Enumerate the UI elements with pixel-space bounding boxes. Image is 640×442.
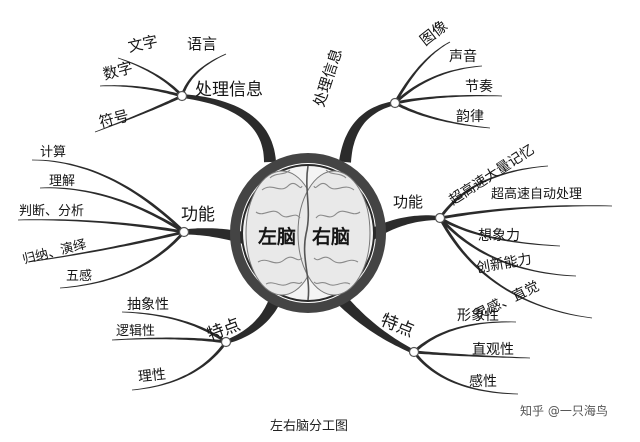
left-info-junction bbox=[176, 90, 188, 102]
right-function-item: 超高速自动处理 bbox=[491, 187, 583, 202]
diagram-caption: 左右脑分工图 bbox=[270, 419, 349, 434]
right-info-sub-branch bbox=[393, 41, 451, 104]
right-info-sub-branch bbox=[394, 95, 502, 105]
branch-junctions bbox=[176, 90, 446, 358]
branch-lines bbox=[18, 41, 612, 395]
right-info-item: 声音 bbox=[449, 49, 477, 65]
right-traits-main-branch bbox=[337, 295, 415, 354]
left-traits-main-branch bbox=[225, 297, 281, 344]
left-traits-junction bbox=[220, 336, 232, 348]
left-info-item: 语言 bbox=[187, 35, 218, 53]
left-function-junction bbox=[178, 226, 190, 238]
brain-illustration bbox=[230, 153, 386, 313]
left-info-label: 处理信息 bbox=[195, 80, 263, 100]
left-info-main-branch bbox=[181, 94, 276, 163]
right-traits-sub-branch bbox=[413, 321, 516, 354]
right-traits-junction bbox=[408, 346, 420, 358]
left-function-item: 理解 bbox=[49, 174, 76, 189]
right-function-junction bbox=[434, 212, 446, 224]
left-traits-item: 逻辑性 bbox=[116, 324, 156, 339]
watermark: 知乎 @一只海鸟 bbox=[520, 404, 608, 418]
left-traits-sub-branch bbox=[112, 337, 227, 344]
brain-shadow-ring bbox=[230, 153, 386, 313]
right-info-junction bbox=[389, 97, 401, 109]
brain-folds bbox=[255, 169, 361, 286]
left-info-sub-branch bbox=[100, 85, 183, 98]
right-hemisphere bbox=[297, 170, 371, 296]
right-traits-item: 直观性 bbox=[472, 342, 514, 358]
center-label-left-brain: 左脑 bbox=[258, 226, 297, 248]
left-function-sub-branch bbox=[27, 230, 185, 263]
right-traits-sub-branch bbox=[413, 350, 530, 359]
right-function-item: 想象力 bbox=[478, 228, 520, 244]
right-traits-item: 形象性 bbox=[457, 308, 499, 324]
left-function-label: 功能 bbox=[181, 205, 215, 225]
right-function-sub-branch bbox=[439, 205, 612, 220]
right-info-item: 韵律 bbox=[456, 109, 484, 125]
left-function-item: 计算 bbox=[40, 145, 67, 160]
brain-fissure bbox=[303, 165, 310, 301]
left-function-sub-branch bbox=[18, 219, 185, 234]
right-info-item: 节奏 bbox=[465, 79, 493, 95]
right-function-label: 功能 bbox=[393, 193, 424, 211]
left-info-sub-branch bbox=[94, 94, 183, 133]
left-function-item: 五感 bbox=[66, 269, 93, 284]
left-function-item: 判断、分析 bbox=[19, 204, 85, 219]
right-info-main-branch bbox=[339, 101, 396, 163]
center-label-right-brain: 右脑 bbox=[312, 226, 351, 248]
left-traits-item: 理性 bbox=[137, 366, 167, 386]
right-traits-item: 感性 bbox=[469, 374, 497, 390]
right-traits-sub-branch bbox=[412, 351, 518, 395]
left-traits-item: 抽象性 bbox=[127, 297, 169, 313]
